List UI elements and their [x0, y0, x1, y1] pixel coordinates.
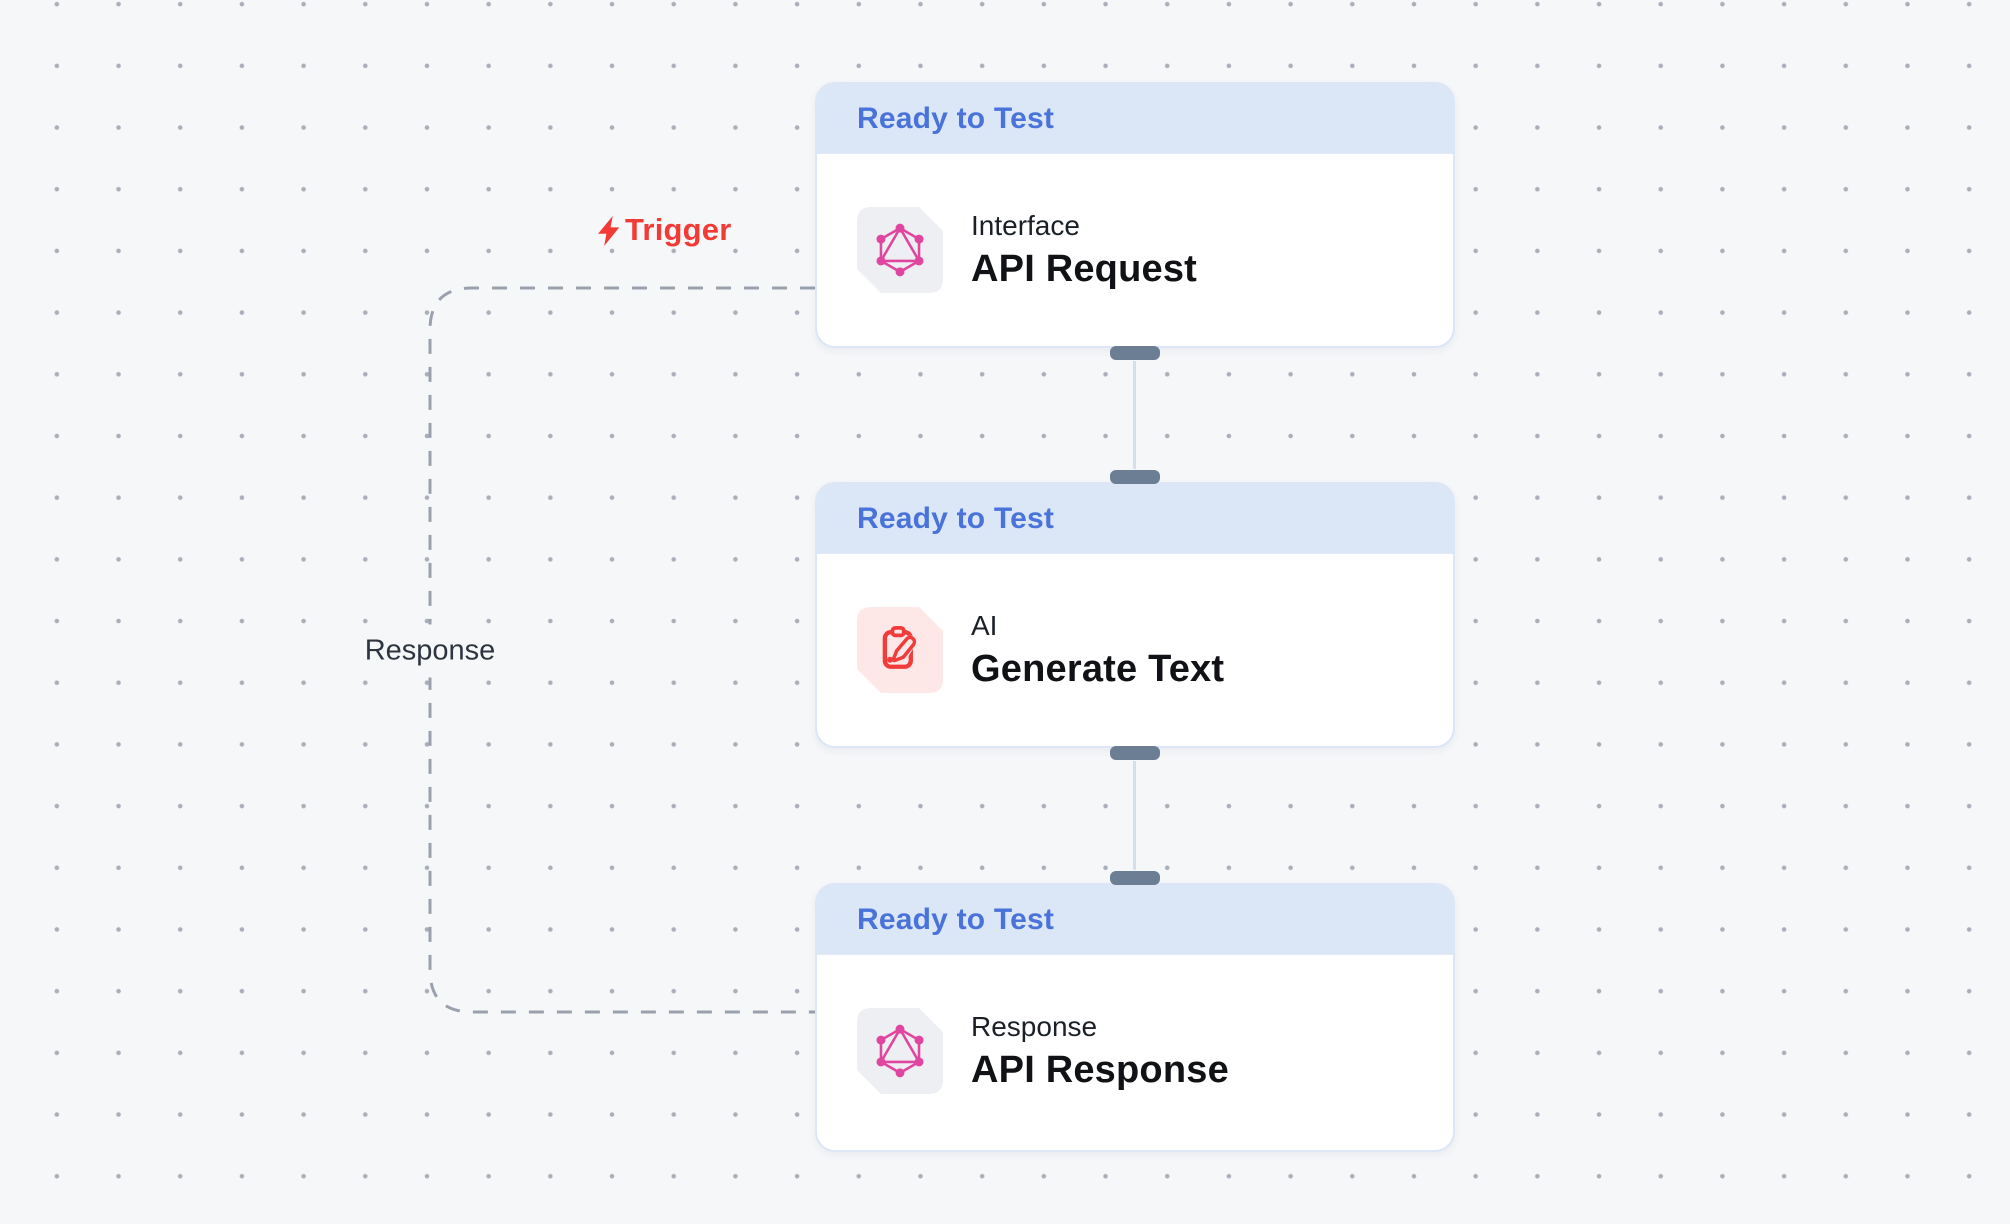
- node-title: API Request: [971, 248, 1198, 290]
- node-status-header: Ready to Test: [817, 84, 1453, 154]
- node-category: Interface: [971, 210, 1080, 241]
- trigger-edge-label-text: Trigger: [625, 212, 732, 247]
- node-body: Response API Response: [817, 955, 1453, 1147]
- status-badge: Ready to Test: [857, 902, 1055, 936]
- icon-tile-background: [857, 207, 943, 293]
- lightning-bolt-icon: [598, 216, 620, 246]
- response-edge-label: Response: [352, 624, 508, 678]
- input-handle[interactable]: [1110, 470, 1160, 484]
- trigger-edge-label: Trigger: [598, 212, 731, 248]
- node-status-header: Ready to Test: [817, 885, 1453, 955]
- edge-node2-node3: [1133, 761, 1136, 870]
- output-handle[interactable]: [1110, 346, 1160, 360]
- node-text-block: Response API Response: [971, 1010, 1229, 1092]
- graphql-logo-glyph: [876, 1024, 924, 1078]
- graphql-icon: [857, 1008, 943, 1094]
- clipboard-pencil-icon: [857, 607, 943, 693]
- node-title: API Response: [971, 1049, 1229, 1091]
- node-status-header: Ready to Test: [817, 484, 1453, 554]
- clipboard-pencil-glyph: [882, 625, 917, 669]
- node-text-block: Interface API Request: [971, 209, 1197, 291]
- node-category: AI: [971, 610, 998, 641]
- status-badge: Ready to Test: [857, 101, 1055, 135]
- node-text-block: AI Generate Text: [971, 609, 1224, 691]
- node-body: Interface API Request: [817, 154, 1453, 346]
- node-title: Generate Text: [971, 648, 1225, 690]
- status-badge: Ready to Test: [857, 501, 1055, 535]
- icon-tile-background: [857, 1008, 943, 1094]
- graphql-icon: [857, 207, 943, 293]
- node-api-response[interactable]: Ready to Test: [815, 871, 1455, 1152]
- node-generate-text[interactable]: Ready to Test AI Generate Text: [815, 470, 1455, 760]
- input-handle[interactable]: [1110, 871, 1160, 885]
- output-handle[interactable]: [1110, 746, 1160, 760]
- node-api-request[interactable]: Ready to Test: [815, 82, 1455, 360]
- node-body: AI Generate Text: [817, 554, 1453, 746]
- edge-node1-node2: [1133, 361, 1136, 469]
- graphql-logo-glyph: [876, 223, 924, 277]
- node-category: Response: [971, 1011, 1098, 1042]
